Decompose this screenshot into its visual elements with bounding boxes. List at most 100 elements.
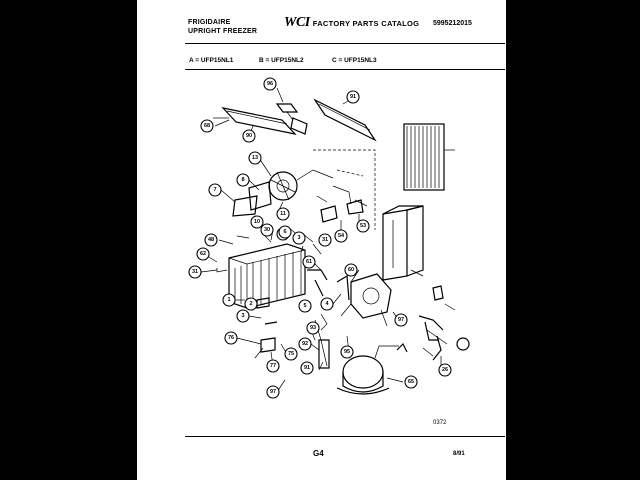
callout-91-top: 91 bbox=[346, 90, 360, 104]
page-number: G4 bbox=[313, 449, 324, 458]
callout-26-text: 26 bbox=[442, 367, 448, 373]
wci-logo: WCI FACTORY PARTS CATALOG bbox=[284, 15, 420, 30]
catalog-number: 5995212015 bbox=[433, 20, 472, 27]
callout-6: 6 bbox=[278, 225, 292, 239]
callout-31-left: 31 bbox=[188, 265, 202, 279]
callout-10: 10 bbox=[250, 215, 264, 229]
callout-5: 5 bbox=[298, 299, 312, 313]
catalog-page: FRIGIDAIRE UPRIGHT FREEZER WCI FACTORY P… bbox=[137, 0, 506, 480]
callout-96-text: 96 bbox=[267, 81, 273, 87]
callout-76: 76 bbox=[224, 331, 238, 345]
callout-3-top: 3 bbox=[292, 231, 306, 245]
callout-77: 77 bbox=[266, 359, 280, 373]
condenser-fan-motor bbox=[336, 273, 392, 327]
callout-5-text: 5 bbox=[303, 303, 306, 309]
product-name: UPRIGHT FREEZER bbox=[188, 28, 258, 35]
callout-54: 54 bbox=[334, 229, 348, 243]
callout-97-mid: 97 bbox=[394, 313, 408, 327]
callout-62: 62 bbox=[196, 247, 210, 261]
brand-name: FRIGIDAIRE bbox=[188, 19, 231, 26]
bracket-parts bbox=[316, 195, 364, 223]
header-rule bbox=[185, 43, 505, 44]
callout-48-text: 48 bbox=[208, 237, 214, 243]
callout-31-left-text: 31 bbox=[192, 269, 198, 275]
fan-assembly bbox=[232, 169, 334, 217]
callout-26: 26 bbox=[438, 363, 452, 377]
callout-10-text: 10 bbox=[254, 219, 260, 225]
model-list: A = UFP15NL1 B = UFP15NL2 C = UFP15NL3 bbox=[189, 57, 499, 67]
callout-54-text: 54 bbox=[338, 233, 345, 239]
models-rule bbox=[185, 69, 505, 70]
diagram-code: 0372 bbox=[433, 420, 447, 426]
model-c: C = UFP15NL3 bbox=[332, 57, 377, 64]
thermostat-part bbox=[275, 103, 308, 135]
callout-91-low: 91 bbox=[300, 361, 314, 375]
callout-2: 2 bbox=[244, 297, 258, 311]
callout-31-upper: 31 bbox=[318, 233, 332, 247]
callout-7-text: 7 bbox=[213, 187, 216, 193]
callout-76-text: 76 bbox=[228, 335, 234, 341]
callout-60-text: 60 bbox=[348, 267, 354, 273]
callout-93-text: 93 bbox=[310, 325, 316, 331]
callout-90: 90 bbox=[242, 129, 256, 143]
callout-97-low: 97 bbox=[266, 385, 280, 399]
callout-7: 7 bbox=[208, 183, 222, 197]
callout-61: 61 bbox=[302, 255, 316, 269]
cabinet-liner bbox=[382, 205, 424, 281]
callout-48: 48 bbox=[204, 233, 218, 247]
callout-75-text: 75 bbox=[288, 351, 294, 357]
model-b: B = UFP15NL2 bbox=[259, 57, 304, 64]
callout-8-text: 8 bbox=[241, 177, 244, 183]
callout-60: 60 bbox=[344, 263, 358, 277]
condenser-coil bbox=[403, 123, 455, 191]
callout-13: 13 bbox=[248, 151, 262, 165]
electrical-parts bbox=[418, 285, 470, 361]
callout-4-text: 4 bbox=[325, 301, 329, 307]
callout-30: 30 bbox=[260, 223, 274, 237]
callout-30-text: 30 bbox=[264, 227, 270, 233]
exploded-parts-diagram: 96 91 68 90 13 8 7 10 30 11 9 6 3 31 48 … bbox=[188, 77, 470, 399]
callout-92: 92 bbox=[298, 337, 312, 351]
callout-1-text: 1 bbox=[227, 297, 230, 303]
callout-3-top-text: 3 bbox=[297, 235, 300, 241]
callout-1: 1 bbox=[222, 293, 236, 307]
callout-2-text: 2 bbox=[249, 301, 252, 307]
compressor bbox=[336, 342, 408, 395]
callout-53: 53 bbox=[356, 219, 370, 233]
revision-date: 8/91 bbox=[453, 451, 465, 457]
callout-93: 93 bbox=[306, 321, 320, 335]
callout-95: 95 bbox=[340, 345, 354, 359]
callout-11: 11 bbox=[276, 207, 290, 221]
callout-77-text: 77 bbox=[270, 363, 276, 369]
callout-96: 96 bbox=[263, 77, 277, 91]
header-brand-block: FRIGIDAIRE UPRIGHT FREEZER bbox=[188, 18, 257, 36]
top-rail-right bbox=[313, 98, 377, 142]
callout-13-text: 13 bbox=[252, 155, 258, 161]
callout-3-low-text: 3 bbox=[241, 313, 244, 319]
callout-95-text: 95 bbox=[344, 349, 350, 355]
catalog-title: FACTORY PARTS CATALOG bbox=[312, 18, 420, 28]
drain-tube bbox=[307, 269, 330, 369]
callout-8: 8 bbox=[236, 173, 250, 187]
callout-65: 65 bbox=[404, 375, 418, 389]
callout-62-text: 62 bbox=[200, 251, 206, 257]
callout-3-low: 3 bbox=[236, 309, 250, 323]
callout-91-top-text: 91 bbox=[350, 94, 356, 100]
callout-97-mid-text: 97 bbox=[398, 317, 404, 323]
callout-92-text: 92 bbox=[302, 341, 308, 347]
top-rail-left bbox=[213, 107, 297, 135]
callout-31-upper-text: 31 bbox=[322, 237, 328, 243]
callout-97-low-text: 97 bbox=[270, 389, 276, 395]
callout-65-text: 65 bbox=[408, 379, 414, 385]
callout-68: 68 bbox=[200, 119, 214, 133]
logo-mark: WCI bbox=[284, 15, 310, 30]
callout-53-text: 53 bbox=[360, 223, 366, 229]
callout-11-text: 11 bbox=[280, 211, 286, 217]
callout-6-text: 6 bbox=[283, 229, 286, 235]
callout-labels: 96 91 68 90 13 8 7 10 30 11 9 6 3 31 48 … bbox=[188, 77, 452, 399]
model-a: A = UFP15NL1 bbox=[189, 57, 234, 64]
callout-91-low-text: 91 bbox=[304, 365, 310, 371]
callout-75: 75 bbox=[284, 347, 298, 361]
callout-4: 4 bbox=[320, 297, 334, 311]
callout-68-text: 68 bbox=[204, 123, 210, 129]
